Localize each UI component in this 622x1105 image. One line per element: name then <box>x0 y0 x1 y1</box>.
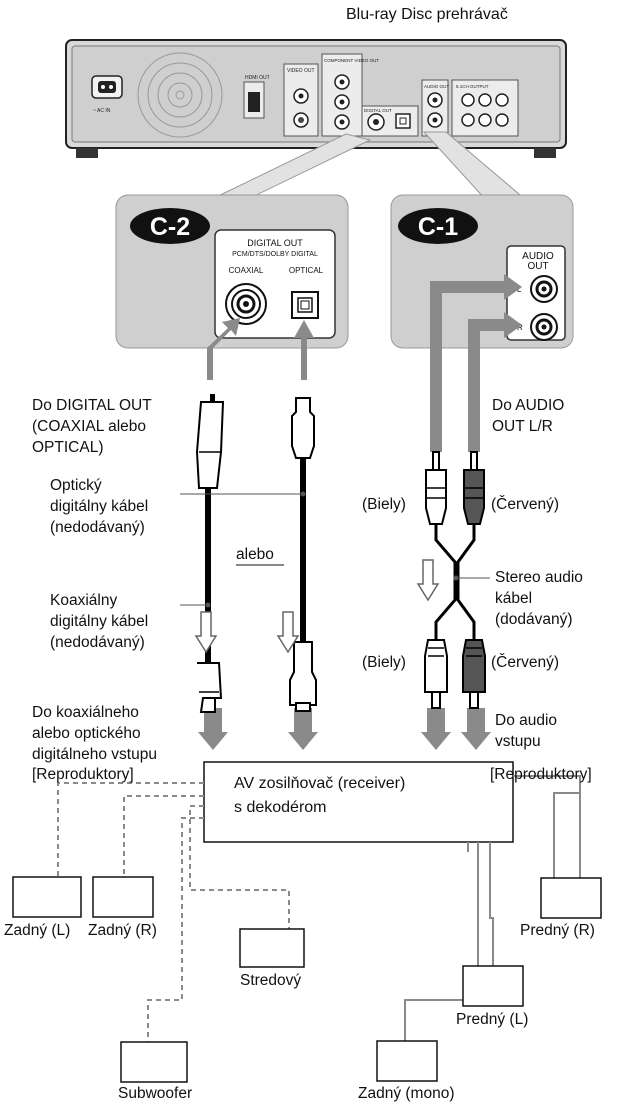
component-out-block <box>321 53 363 137</box>
audio-r-connect-arrow <box>468 312 522 452</box>
c2-badge: C-2 <box>150 213 190 241</box>
speaker-rear-mono <box>376 1040 438 1082</box>
ac-in-label: ~ AC IN <box>93 108 111 114</box>
ch51-output-block <box>451 79 519 137</box>
receiver-label: AV zosilňovač (receiver) s dekodérom <box>234 775 406 816</box>
coaxial-jack <box>225 283 267 325</box>
label-stereo-cable: Stereo audio kábel (dodávaný) <box>495 569 583 628</box>
coax-connect-arrow <box>207 318 240 380</box>
coax-to-receiver-arrow <box>198 708 228 750</box>
label-to-audio-input: Do audio vstupu <box>495 712 558 750</box>
label-to-digital-input: Do koaxiálneho alebo optického digitálne… <box>32 704 157 763</box>
speaker-label-rear-mono: Zadný (mono) <box>358 1085 455 1102</box>
c2-coaxial-label: COAXIAL <box>229 266 264 275</box>
label-speakers-left: [Reproduktory] <box>32 766 134 783</box>
player-back-panel: ~ AC IN HDMI OUT <box>65 39 567 158</box>
ch51-output-label: 5.1CH OUTPUT <box>456 84 489 89</box>
fan-grille <box>137 52 223 138</box>
label-red-bottom: (Červený) <box>491 654 560 671</box>
audio-l-connect-arrow <box>430 274 522 452</box>
label-speakers-right: [Reproduktory] <box>490 766 592 783</box>
audio-out-block <box>421 79 449 137</box>
optical-cable <box>289 397 317 712</box>
label-or: alebo <box>236 546 274 563</box>
label-white-top: (Biely) <box>362 496 406 513</box>
speaker-rear-left <box>12 876 82 918</box>
label-red-top: (Červený) <box>491 496 560 513</box>
speaker-front-left <box>462 965 524 1007</box>
c2-panel-sub: PCM/DTS/DOLBY DIGITAL <box>232 251 318 258</box>
c2-callout: C-2 DIGITAL OUT PCM/DTS/DOLBY DIGITAL CO… <box>115 194 349 349</box>
label-to-audio-out: Do AUDIO OUT L/R <box>492 397 565 435</box>
speaker-label-subwoofer: Subwoofer <box>118 1085 193 1102</box>
connection-arrows <box>198 274 522 750</box>
speaker-label-front-left: Predný (L) <box>456 1011 529 1028</box>
c1-badge: C-1 <box>418 213 458 241</box>
speaker-subwoofer <box>120 1041 188 1083</box>
audio-r-jack <box>530 313 558 341</box>
hdmi-label: HDMI OUT <box>245 75 270 81</box>
c1-panel-title-1: AUDIO <box>522 251 554 262</box>
speaker-label-rear-left: Zadný (L) <box>4 922 71 939</box>
speaker-rear-right <box>92 876 154 918</box>
optical-connect-arrow <box>294 320 314 380</box>
c2-panel-title: DIGITAL OUT <box>247 238 303 248</box>
digital-out-small-label: DIGITAL OUT <box>364 108 392 113</box>
video-out-block <box>283 63 319 137</box>
optical-to-receiver-arrow <box>288 708 318 750</box>
c1-l-label: L <box>517 285 522 294</box>
digital-out-block <box>361 105 419 137</box>
speaker-label-center: Stredový <box>240 972 302 989</box>
c2-optical-label: OPTICAL <box>289 266 324 275</box>
label-optical-cable: Optický digitálny kábel (nedodávaný) <box>50 477 149 536</box>
video-out-label: VIDEO OUT <box>287 68 315 74</box>
speaker-wires-solid <box>404 775 581 1041</box>
label-coaxial-cable: Koaxiálny digitálny kábel (nedodávaný) <box>50 592 149 651</box>
hdmi-port <box>243 81 265 119</box>
device-title: Blu-ray Disc prehrávač <box>346 6 508 23</box>
white-to-receiver-arrow <box>421 708 451 750</box>
label-white-bottom: (Biely) <box>362 654 406 671</box>
speaker-label-front-right: Predný (R) <box>520 922 595 939</box>
optical-direction-arrow <box>276 611 300 654</box>
speaker-front-right <box>540 877 602 919</box>
av-receiver-box <box>203 761 514 843</box>
audio-out-small-label: AUDIO OUT <box>424 84 449 89</box>
c1-r-label: R <box>517 323 523 332</box>
stereo-direction-arrow <box>416 559 440 602</box>
stereo-audio-cable <box>424 451 486 709</box>
ac-in-socket <box>91 75 123 99</box>
red-to-receiver-arrow <box>461 708 491 750</box>
component-out-label: COMPONENT VIDEO OUT <box>324 58 379 63</box>
audio-l-jack <box>530 275 558 303</box>
optical-jack <box>291 291 319 319</box>
coaxial-cable <box>195 394 225 713</box>
speaker-label-rear-right: Zadný (R) <box>88 922 157 939</box>
c1-panel-title-2: OUT <box>527 261 548 272</box>
coax-direction-arrow <box>194 611 218 654</box>
speaker-center <box>239 928 305 968</box>
label-to-digital-out: Do DIGITAL OUT (COAXIAL alebo OPTICAL) <box>32 397 152 456</box>
speaker-wires-dashed <box>57 782 290 1042</box>
